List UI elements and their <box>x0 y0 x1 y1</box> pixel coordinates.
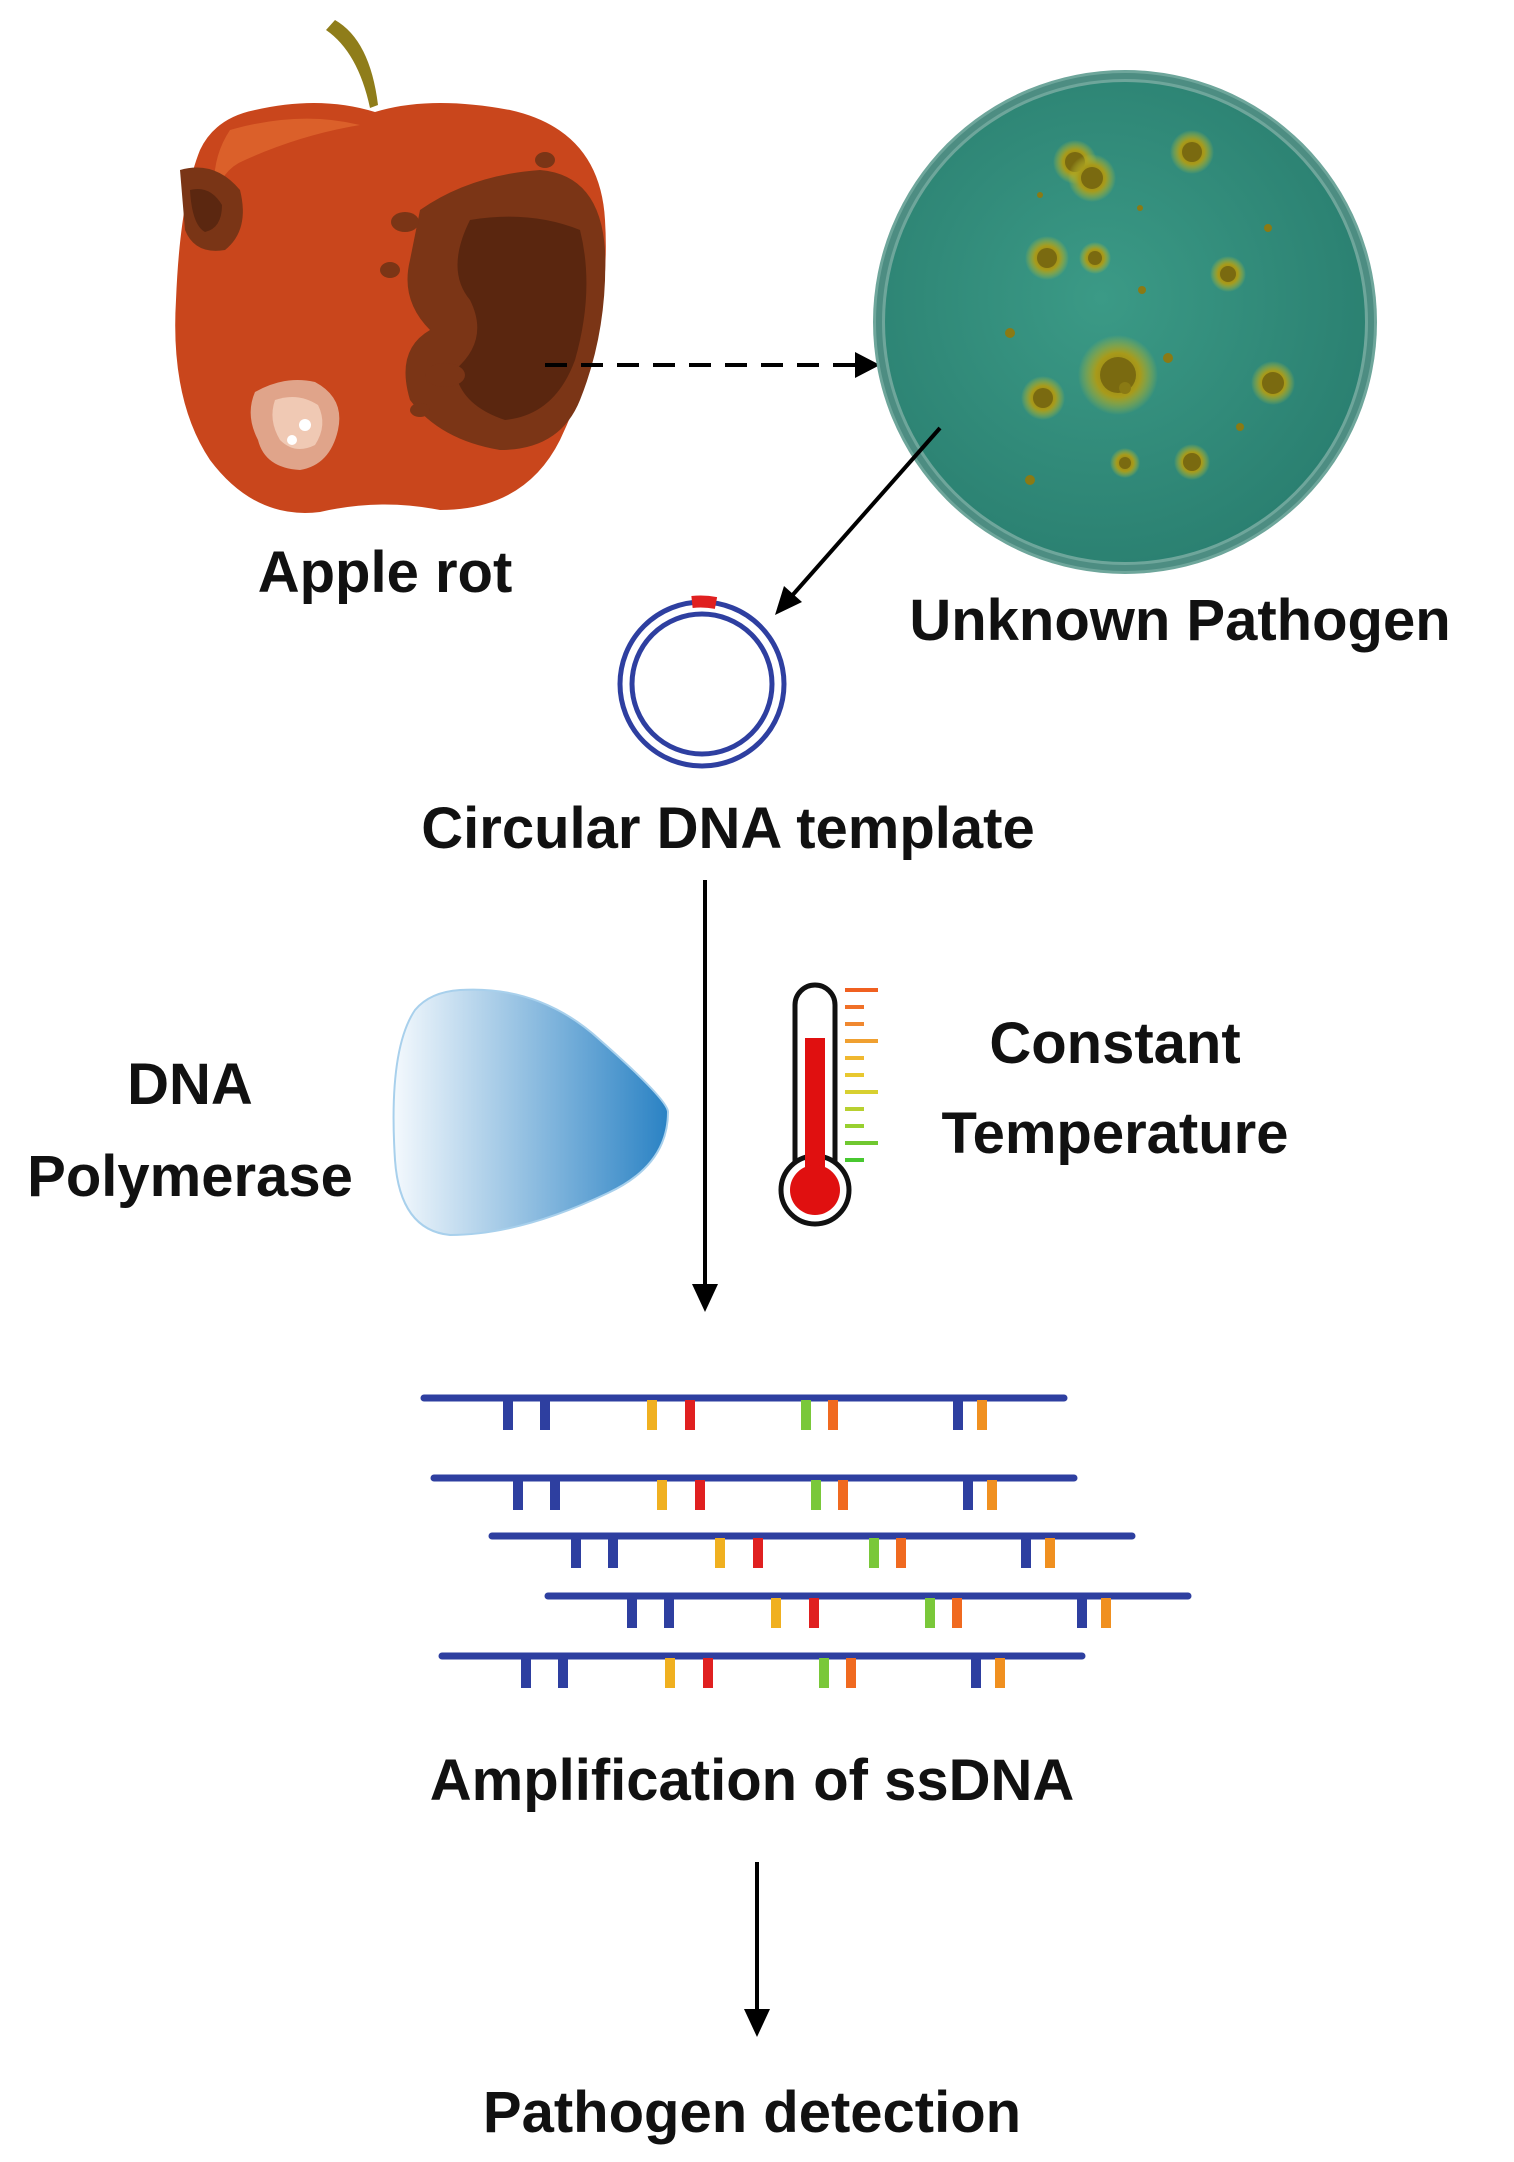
ssdna-strand <box>438 1652 1086 1688</box>
base-tick <box>503 1400 513 1430</box>
dashed-arrow <box>545 352 880 378</box>
polymerase-icon <box>392 988 670 1237</box>
base-tick <box>647 1400 657 1430</box>
ssdna-strands-icon <box>420 1394 1192 1688</box>
base-tick <box>809 1598 819 1628</box>
ssdna-strand <box>420 1394 1068 1430</box>
base-tick <box>1101 1598 1111 1628</box>
base-tick <box>571 1538 581 1568</box>
base-tick <box>703 1658 713 1688</box>
rotten-apple-icon <box>175 20 606 513</box>
temperature-scale <box>845 988 878 1162</box>
base-tick <box>771 1598 781 1628</box>
base-tick <box>953 1400 963 1430</box>
base-tick <box>869 1538 879 1568</box>
base-tick <box>995 1658 1005 1688</box>
base-tick <box>550 1480 560 1510</box>
base-tick <box>513 1480 523 1510</box>
base-tick <box>925 1598 935 1628</box>
base-tick <box>521 1658 531 1688</box>
base-tick <box>811 1480 821 1510</box>
base-tick <box>952 1598 962 1628</box>
base-tick <box>657 1480 667 1510</box>
base-tick <box>977 1400 987 1430</box>
pathogen-detection-label: Pathogen detection <box>483 2080 1021 2145</box>
arrow-to-amplification <box>692 880 718 1312</box>
arrow-to-detection <box>744 1862 770 2037</box>
base-tick <box>664 1598 674 1628</box>
arrow-to-template <box>775 426 942 615</box>
base-tick <box>665 1658 675 1688</box>
base-tick <box>715 1538 725 1568</box>
base-tick <box>819 1658 829 1688</box>
base-tick <box>1021 1538 1031 1568</box>
bacterial-colonies <box>1005 130 1295 485</box>
temperature-label: Temperature <box>941 1101 1288 1166</box>
base-tick <box>828 1400 838 1430</box>
base-tick <box>971 1658 981 1688</box>
base-tick <box>627 1598 637 1628</box>
unknown-pathogen-label: Unknown Pathogen <box>909 588 1450 653</box>
dna-label: DNA <box>127 1052 253 1117</box>
plasmid-icon <box>617 595 787 769</box>
base-tick <box>1077 1598 1087 1628</box>
base-tick <box>685 1400 695 1430</box>
ssdna-strand <box>488 1532 1136 1568</box>
ssdna-strand <box>544 1592 1192 1628</box>
polymerase-label: Polymerase <box>27 1144 353 1209</box>
thermometer-icon <box>778 982 878 1227</box>
constant-label: Constant <box>989 1011 1240 1076</box>
circular-dna-template-label: Circular DNA template <box>421 796 1034 861</box>
base-tick <box>540 1400 550 1430</box>
apple-rot-label: Apple rot <box>258 540 513 605</box>
base-tick <box>695 1480 705 1510</box>
base-tick <box>846 1658 856 1688</box>
base-tick <box>801 1400 811 1430</box>
base-tick <box>558 1658 568 1688</box>
base-tick <box>608 1538 618 1568</box>
petri-dish-icon <box>873 70 1377 574</box>
base-tick <box>753 1538 763 1568</box>
base-tick <box>896 1538 906 1568</box>
base-tick <box>987 1480 997 1510</box>
base-tick <box>963 1480 973 1510</box>
base-tick <box>838 1480 848 1510</box>
base-tick <box>1045 1538 1055 1568</box>
amplification-label: Amplification of ssDNA <box>430 1748 1075 1813</box>
ssdna-strand <box>430 1474 1078 1510</box>
